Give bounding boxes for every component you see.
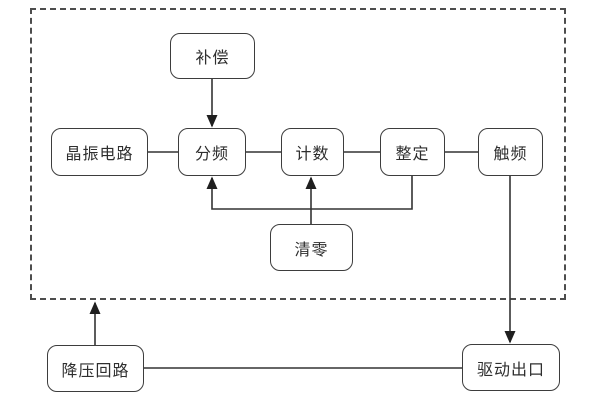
node-frequency-divider: 分频: [178, 128, 246, 176]
node-compensation: 补偿: [170, 33, 255, 79]
node-setting: 整定: [380, 128, 445, 176]
node-step-down-circuit: 降压回路: [47, 345, 144, 392]
node-reset: 清零: [270, 224, 353, 271]
node-crystal-oscillator: 晶振电路: [51, 128, 148, 176]
node-counter: 计数: [281, 128, 344, 176]
edge-setting-to-divider-feedback: [206, 176, 413, 210]
node-trigger-frequency: 触频: [478, 128, 543, 176]
node-drive-output: 驱动出口: [462, 344, 560, 391]
dashed-boundary: [30, 8, 566, 300]
